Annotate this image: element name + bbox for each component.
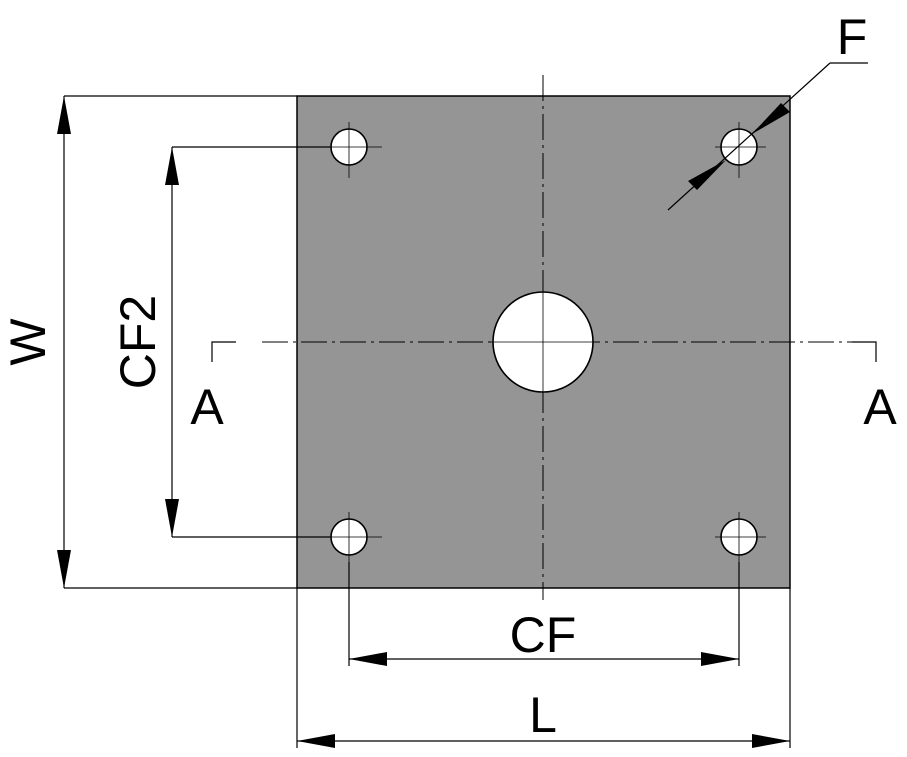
label-section-right: A <box>863 379 897 435</box>
label-l: L <box>529 687 557 743</box>
section-marker-right <box>852 341 877 362</box>
hole-bottom-right <box>715 512 766 562</box>
dimension-cf2 <box>165 146 330 538</box>
hole-bottom-left <box>325 512 382 562</box>
label-section-left: A <box>190 379 224 435</box>
label-cf: CF <box>510 607 577 663</box>
section-marker-left <box>211 341 236 362</box>
dimension-w <box>57 95 297 589</box>
hole-top-left <box>325 122 382 178</box>
label-cf2: CF2 <box>110 295 166 389</box>
dimension-f-leader <box>667 62 868 211</box>
label-w: W <box>0 318 56 366</box>
dimension-cf <box>348 562 740 666</box>
dimension-l <box>296 588 791 748</box>
label-f: F <box>837 9 868 65</box>
